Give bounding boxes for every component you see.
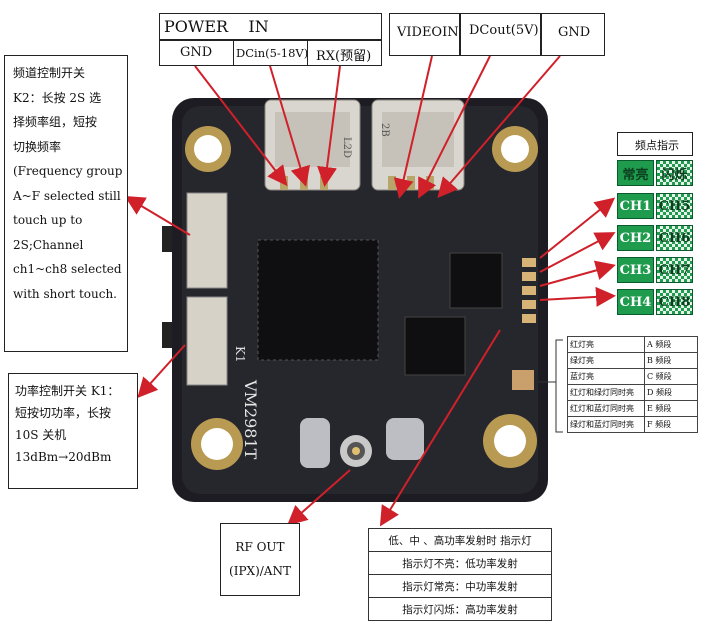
mounting-hole-bottom-right — [483, 414, 537, 468]
freq-switch-line: ch1~ch8 selected — [13, 262, 122, 276]
freq-switch-line: 2S;Channel — [13, 237, 84, 252]
video-pin-videoin-box: VIDEOIN — [389, 13, 460, 56]
freq-switch-line: 择频率组，短按 — [13, 115, 98, 129]
band-condition: 红灯亮 — [567, 336, 645, 353]
power-switch-description: 功率控制开关 K1： 短按切功率，长按 10S 关机 13dBm→20dBm — [8, 373, 138, 489]
main-chip — [257, 239, 379, 361]
freq-switch-line: 切换频率 — [13, 139, 62, 154]
band-bracket — [538, 339, 563, 433]
freq-switch-line: K2：长按 2S 选 — [13, 90, 102, 105]
power-led-row: 指示灯常亮：中功率发射 — [368, 574, 552, 598]
freq-indicator-ch2: CH2 — [617, 225, 654, 251]
table-row: 指示灯常亮：中功率发射 — [368, 574, 552, 598]
solder-blob-right — [386, 418, 424, 460]
power-pin-gnd: GND — [180, 45, 213, 60]
video-pin-gnd: GND — [558, 25, 591, 40]
power-pin-dcin-box: DCin(5-18V) — [233, 40, 308, 66]
freq-indicator-title: 频点指示 — [635, 139, 679, 152]
rf-connector — [340, 435, 372, 467]
video-pin-dcout: DCout(5V) — [469, 23, 539, 38]
rf-out-box: RF OUT (IPX)/ANT — [220, 523, 300, 596]
freq-indicator-header-steady: 常亮 — [617, 160, 654, 186]
power-switch-line: 功率控制开关 K1： — [15, 384, 120, 398]
freq-switch-line: A~F selected still — [13, 188, 121, 203]
pointer-arrows — [124, 55, 616, 527]
band-value: A 频段 — [644, 336, 698, 353]
freq-switch-line: touch up to — [13, 213, 83, 227]
freq-switch-line: (Frequency group — [13, 164, 123, 178]
table-row: 指示灯不亮：低功率发射 — [368, 551, 552, 575]
band-value: E 频段 — [644, 400, 698, 417]
power-in-title-box: POWER IN — [159, 13, 382, 40]
power-pin-rx: RX(预留) — [316, 49, 372, 64]
freq-switch-description: 频道控制开关 K2：长按 2S 选 择频率组，短按 切换频率 (Frequenc… — [4, 55, 128, 352]
power-led-row: 指示灯不亮：低功率发射 — [368, 551, 552, 575]
freq-switch-line: with short touch. — [13, 286, 117, 301]
freq-indicator-ch4: CH4 — [617, 289, 654, 315]
power-in-title: POWER IN — [164, 17, 269, 36]
connector-label-l2d: L2D — [341, 137, 352, 158]
mounting-hole-top-right — [492, 126, 538, 172]
mounting-hole-top-left — [185, 126, 231, 172]
power-switch-line: 10S 关机 — [15, 428, 67, 442]
chip-label: VM2981T — [241, 379, 260, 460]
video-pin-videoin: VIDEOIN — [397, 25, 459, 40]
power-led-row: 指示灯闪烁：高功率发射 — [368, 597, 552, 621]
band-value: B 频段 — [644, 352, 698, 369]
video-pin-dcout-box: DCout(5V) — [460, 13, 541, 56]
band-condition: 蓝灯亮 — [567, 368, 645, 385]
power-led-row: 低、中 、高功率发射时 指示灯 — [368, 528, 552, 552]
freq-indicator-title-box: 频点指示 — [617, 132, 693, 156]
indicator-leds — [512, 258, 536, 390]
band-condition: 红灯和蓝灯同时亮 — [567, 400, 645, 417]
freq-switch-line: 频道控制开关 — [13, 66, 86, 80]
freq-indicator-ch3: CH3 — [617, 257, 654, 283]
power-switch-line: 13dBm→20dBm — [15, 450, 112, 464]
power-led-table: 低、中 、高功率发射时 指示灯 指示灯不亮：低功率发射 指示灯常亮：中功率发射 … — [368, 528, 552, 621]
video-pin-gnd-box: GND — [541, 13, 605, 56]
table-row: 指示灯闪烁：高功率发射 — [368, 597, 552, 621]
power-pin-gnd-box: GND — [159, 40, 234, 66]
band-condition: 红灯和绿灯同时亮 — [567, 384, 645, 401]
band-condition: 绿灯亮 — [567, 352, 645, 369]
band-value: F 频段 — [644, 416, 698, 433]
freq-indicator-ch7: CH7 — [656, 257, 693, 283]
rf-out-line: RF OUT — [235, 540, 285, 554]
chip-right-lower — [404, 316, 466, 376]
band-value: C 频段 — [644, 368, 698, 385]
switch-label-k1: K1 — [233, 346, 247, 363]
connector-label-2b: 2B — [379, 123, 390, 137]
freq-indicator-header-blink: 闪烁 — [656, 160, 693, 186]
mounting-hole-bottom-left — [191, 418, 243, 470]
power-pin-rx-box: RX(预留) — [307, 40, 382, 66]
freq-indicator-ch1: CH1 — [617, 193, 654, 219]
band-condition: 绿灯和蓝灯同时亮 — [567, 416, 645, 433]
switch-k2 — [162, 192, 228, 289]
freq-indicator-ch5: CH5 — [656, 193, 693, 219]
switch-k1 — [162, 296, 228, 386]
freq-indicator-ch8: CH8 — [656, 289, 693, 315]
power-pin-dcin: DCin(5-18V) — [236, 46, 309, 60]
table-row: 低、中 、高功率发射时 指示灯 — [368, 528, 552, 552]
chip-right-upper — [449, 252, 503, 309]
freq-indicator-ch6: CH6 — [656, 225, 693, 251]
power-switch-line: 短按切功率，长按 — [15, 406, 112, 420]
rf-out-line: (IPX)/ANT — [229, 564, 291, 578]
band-value: D 频段 — [644, 384, 698, 401]
solder-blob-left — [300, 418, 330, 468]
